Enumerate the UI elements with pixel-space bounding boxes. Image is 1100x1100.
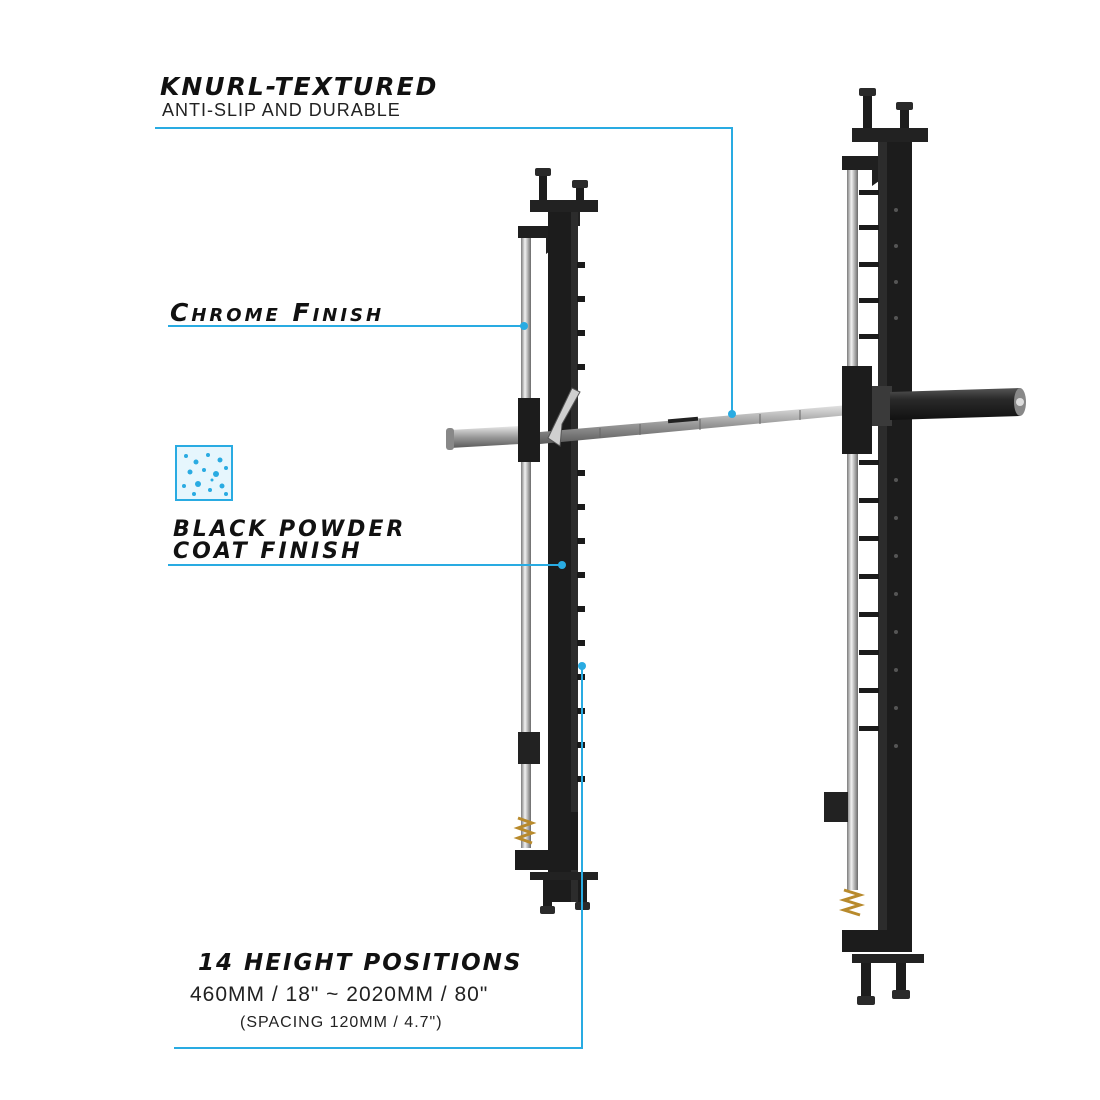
left-upright — [513, 168, 598, 914]
knurl-textured-title: KNURL-TEXTURED — [160, 72, 439, 101]
height-positions-title: 14 HEIGHT POSITIONS — [198, 950, 523, 976]
callout-lines — [155, 127, 733, 1049]
powder-coat-title-line2: COAT FINISH — [173, 539, 363, 564]
powder-coat-title-line1: BLACK POWDER — [173, 517, 407, 542]
powder-texture-swatch-icon — [175, 445, 233, 501]
right-upright — [824, 88, 928, 1005]
chrome-finish-title: Chrome Finish — [170, 298, 385, 327]
height-spacing-text: (SPACING 120MM / 4.7") — [240, 1014, 443, 1031]
knurl-textured-subtitle: ANTI-SLIP AND DURABLE — [162, 100, 401, 120]
barbell — [446, 366, 1026, 462]
callout-dots — [520, 322, 736, 670]
height-range-text: 460MM / 18" ~ 2020MM / 80" — [190, 983, 489, 1006]
